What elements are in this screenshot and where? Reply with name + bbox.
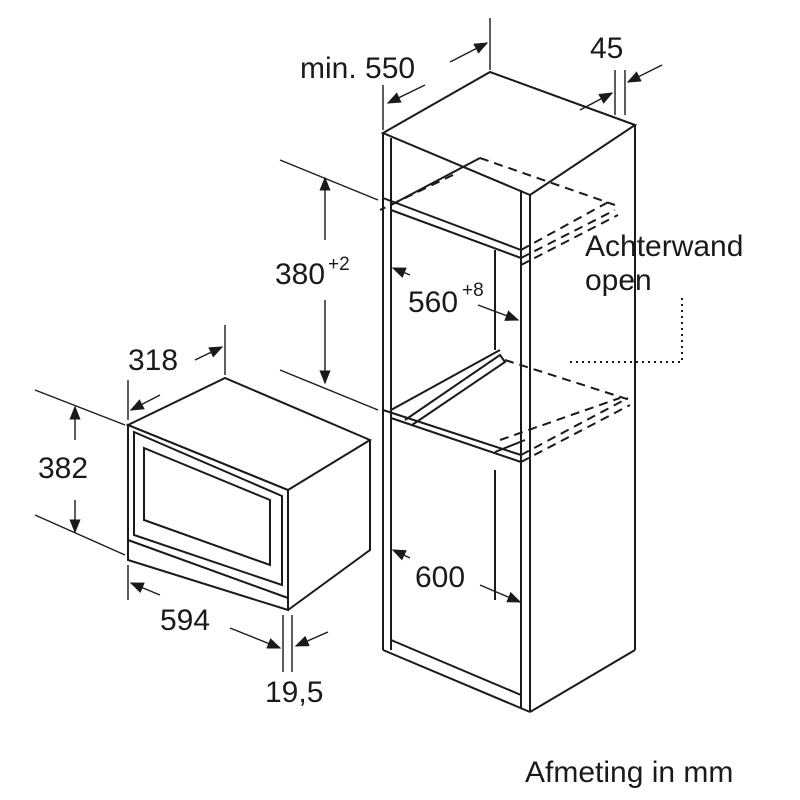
niche-height-label: 380 bbox=[275, 258, 325, 291]
panel-thickness-label: 45 bbox=[590, 32, 623, 65]
niche-height-tolerance: +2 bbox=[328, 254, 350, 275]
cabinet-dimensions bbox=[279, 18, 663, 603]
cabinet-width-label: 600 bbox=[415, 561, 465, 594]
niche-width-label: 560 bbox=[408, 286, 458, 319]
appliance-height-label: 382 bbox=[38, 452, 88, 485]
appliance bbox=[125, 376, 373, 612]
depth-min-label: min. 550 bbox=[300, 52, 415, 85]
units-note: Afmeting in mm bbox=[525, 756, 733, 789]
appliance-width-label: 594 bbox=[160, 604, 210, 637]
back-wall-label: Achterwand bbox=[585, 230, 743, 263]
appliance-dimensions bbox=[34, 325, 329, 672]
appliance-depth-label: 318 bbox=[128, 344, 178, 377]
tall-cabinet bbox=[379, 70, 683, 713]
niche-width-tolerance: +8 bbox=[462, 280, 484, 301]
back-wall-open-label: open bbox=[585, 264, 652, 297]
front-thickness-label: 19,5 bbox=[265, 676, 323, 709]
